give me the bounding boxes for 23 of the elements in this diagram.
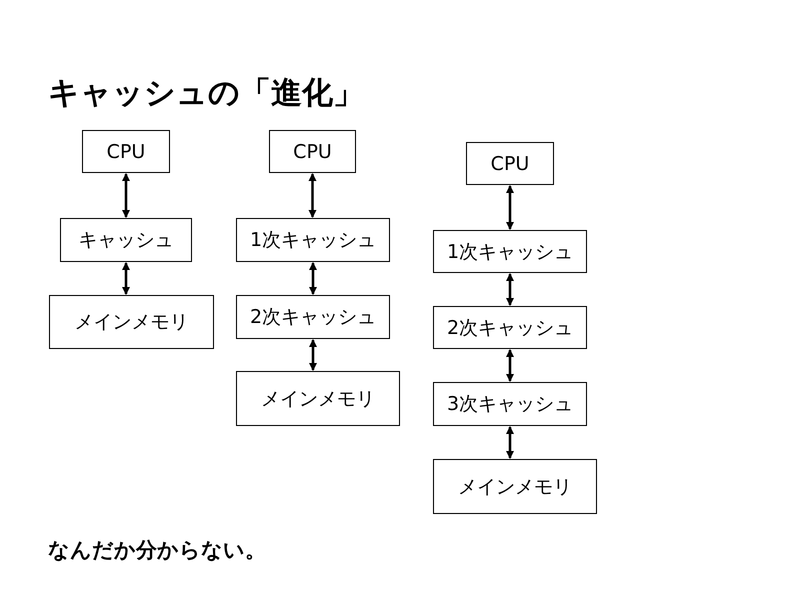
process-box: CPU (466, 142, 554, 185)
arrow (506, 349, 514, 382)
arrow (309, 339, 317, 371)
process-box: 2次キャッシュ (236, 295, 390, 339)
process-box: 1次キャッシュ (433, 230, 587, 273)
process-box: 1次キャッシュ (236, 218, 390, 262)
arrow (122, 262, 130, 295)
arrow (506, 426, 514, 459)
arrow (506, 273, 514, 306)
process-box: 2次キャッシュ (433, 306, 587, 349)
process-box: メインメモリ (433, 459, 597, 514)
arrow (309, 262, 317, 295)
arrow (506, 185, 514, 230)
process-box: メインメモリ (236, 371, 400, 426)
note: なんだか分からない。 (48, 537, 266, 564)
process-box: キャッシュ (60, 218, 192, 262)
process-box: CPU (82, 130, 170, 173)
process-box: CPU (269, 130, 356, 173)
title: キャッシュの「進化」 (48, 74, 364, 113)
process-box: メインメモリ (49, 295, 214, 349)
process-box: 3次キャッシュ (433, 382, 587, 426)
arrow (308, 173, 316, 218)
arrow (122, 173, 130, 218)
